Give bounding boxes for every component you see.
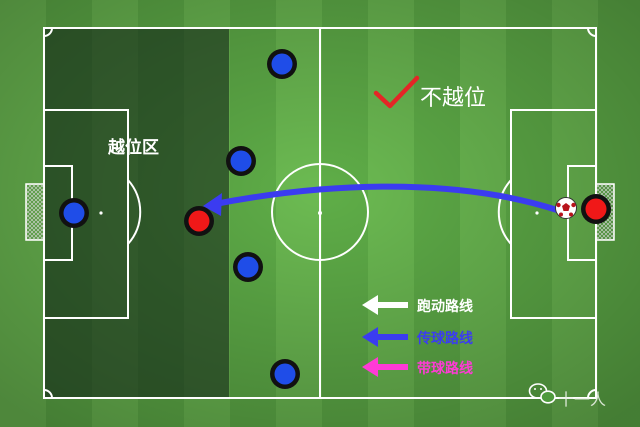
soccer-ball-icon [555,197,577,219]
attacker-receiver [184,206,214,236]
legend-run-route-label: 跑动路线 [417,299,473,315]
defender-player [233,252,263,282]
legend-arrows [362,295,408,377]
dribble-route-legend-arrow [362,357,408,377]
left-goal [25,183,45,241]
attacker-passer [581,194,611,224]
defender-goalkeeper [59,198,89,228]
watermark-text: 十一人 [558,390,607,409]
run-route-legend-arrow [362,295,408,315]
wechat-icon [528,383,556,404]
legend-pass-route-label: 传球路线 [417,331,473,347]
pass-route-legend-arrow [362,327,408,347]
legend-dribble-route-label: 带球路线 [417,361,473,377]
defender-player [270,359,300,389]
verdict-label: 不越位 [420,86,487,111]
defender-player [226,146,256,176]
defender-player [267,49,297,79]
offside-zone-label: 越位区 [108,138,159,158]
pass-arrowhead [203,193,222,216]
checkmark-icon [373,75,420,109]
defender-players [59,49,300,389]
pass-route [212,183,560,213]
attacker-players [184,194,611,236]
